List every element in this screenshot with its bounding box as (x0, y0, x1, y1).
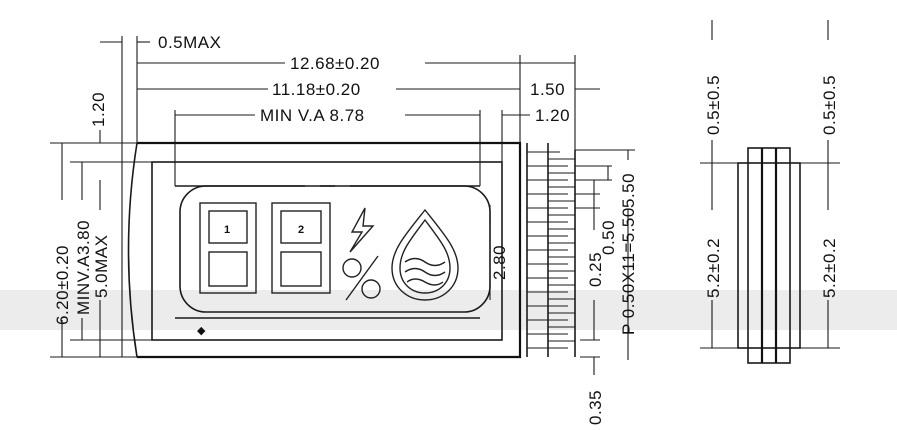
pin-connector (526, 143, 576, 357)
dim-side-top-1: 0.5±0.5 (704, 75, 723, 135)
side-outer (737, 162, 801, 349)
side-mid (747, 147, 791, 364)
dimension-lines: 0.5MAX 12.68±0.20 11.18±0.20 1.50 MIN V.… (50, 33, 638, 425)
display-window (179, 185, 491, 313)
slash-icon (345, 255, 379, 301)
dim-bottom-offset: 0.35 (586, 390, 605, 425)
dim-view-offset-left: 1.20 (89, 92, 108, 127)
dim-view-offset-right: 1.20 (535, 106, 570, 125)
lightning-icon (349, 207, 375, 253)
water-drop-icon (391, 208, 459, 301)
dim-max-height: 5.0MAX (92, 235, 111, 298)
corner-mark: ◆ (197, 325, 206, 337)
dim-top-max: 0.5MAX (158, 33, 221, 52)
digit-1: 1 (199, 202, 257, 294)
dim-overall-width: 12.68±0.20 (290, 54, 380, 73)
wave-icon (404, 257, 446, 286)
digit-1-label: 1 (224, 224, 230, 236)
digit-2-label: 2 (298, 224, 304, 236)
digit-2: 2 (271, 202, 331, 294)
dim-body-width: 11.18±0.20 (272, 80, 361, 99)
front-view: 1 2 ◆ (127, 141, 576, 359)
dim-side-height-2: 5.2±0.2 (820, 238, 839, 298)
inner-frame (151, 161, 503, 341)
dim-pin-gap: 0.25 (586, 252, 605, 287)
dim-side-top-2: 0.5±0.5 (820, 75, 839, 135)
side-view: 0.5±0.5 5.2±0.2 0.5±0.5 5.2±0.2 (700, 20, 840, 364)
dim-view-area-height: MINV.A3.80 (74, 220, 93, 315)
dim-inner-height: 2.80 (490, 245, 509, 280)
symbol-circle-icon (342, 258, 362, 278)
dim-pin-span: 5.50 (619, 173, 638, 208)
dim-side-height-1: 5.2±0.2 (704, 238, 723, 298)
dim-view-area-width: MIN V.A 8.78 (260, 106, 365, 125)
body-curved-edge (127, 142, 138, 358)
dim-pin-height: 0.50 (599, 220, 618, 255)
dim-pin-width: 1.50 (530, 80, 565, 99)
dim-overall-height: 6.20±0.20 (53, 245, 72, 325)
water-drop-inner-icon (399, 218, 451, 294)
dim-pitch: P 0.50X11=5.50 (619, 207, 638, 335)
body-outline (137, 141, 522, 359)
symbol-circle-icon (361, 279, 381, 299)
